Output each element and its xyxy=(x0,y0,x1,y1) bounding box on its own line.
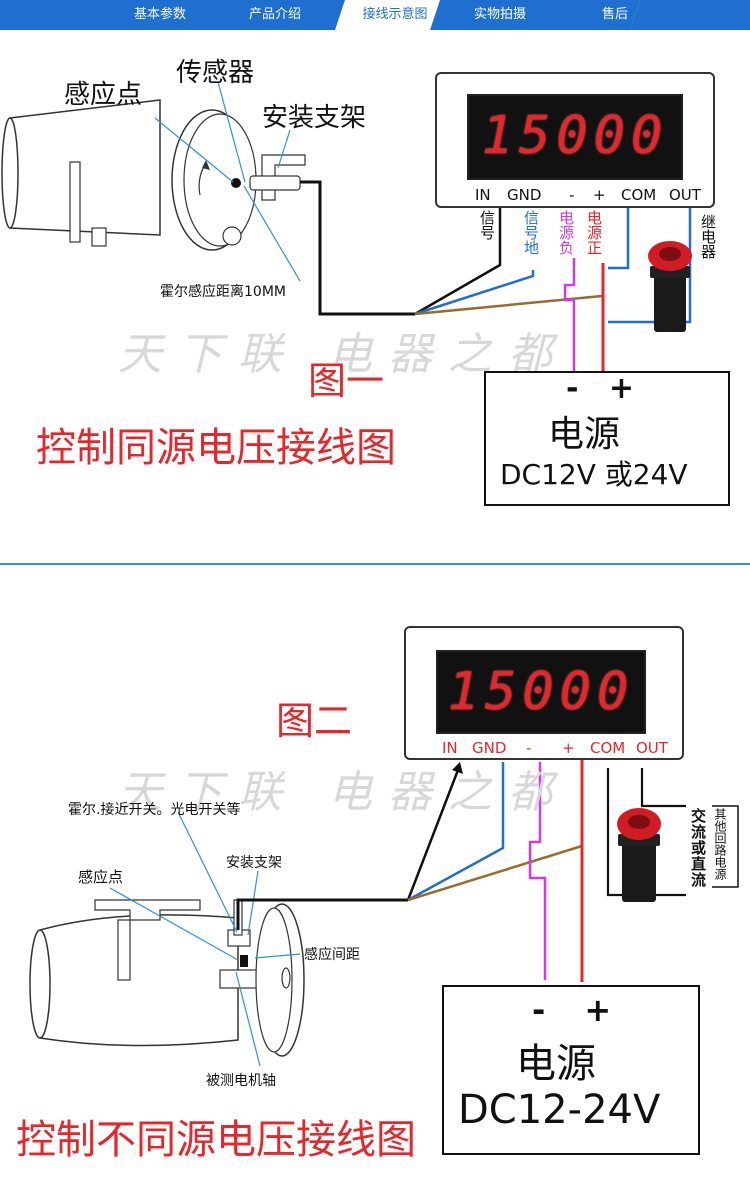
wire-label-power-pos: 电源正 xyxy=(585,210,603,255)
figure-2-title: 图二 xyxy=(276,699,353,743)
tachometer-1-display: 15000 xyxy=(467,94,683,180)
tachometer-1-value: 15000 xyxy=(481,106,669,166)
other-source-label: 其他回路电源 xyxy=(713,808,727,880)
power-supply-1: - + 电源 DC12V 或24V xyxy=(484,371,730,506)
terminal-com: COM xyxy=(621,186,657,204)
tachometer-2-display: 15000 xyxy=(436,650,646,734)
sensor-label: 传感器 xyxy=(176,58,255,88)
terminal-in-2: IN xyxy=(442,739,458,757)
power-supply-2: - + 电源 DC12-24V xyxy=(442,985,700,1155)
wire-label-power-neg: 电源负 xyxy=(557,210,575,255)
terminal-com-2: COM xyxy=(590,739,626,757)
figure-1-title: 图一 xyxy=(308,359,385,403)
tab-product-intro[interactable]: 产品介绍 xyxy=(248,7,301,22)
switch-types-label: 霍尔.接近开关。光电开关等 xyxy=(68,802,241,818)
terminal-pos: + xyxy=(593,186,606,204)
tab-real-photos[interactable]: 实物拍摄 xyxy=(473,7,526,22)
diagram1-drawing xyxy=(1,81,692,372)
terminal-out-2: OUT xyxy=(636,739,668,757)
wire-label-relay: 继电器 xyxy=(699,214,717,259)
power-supply-2-polarity: - + xyxy=(532,991,626,1029)
buzzer-indicator-icon-2 xyxy=(617,808,661,902)
bracket-label: 安装支架 xyxy=(262,103,367,133)
tachometer-2: 15000 xyxy=(404,626,684,760)
power-supply-1-voltage: DC12V 或24V xyxy=(500,458,688,491)
watermark-1: 天下联 电器之都 xyxy=(118,329,568,380)
figure-2-caption: 控制不同源电压接线图 xyxy=(16,1117,416,1163)
terminal-out: OUT xyxy=(669,186,701,204)
power-supply-2-voltage: DC12-24V xyxy=(458,1087,661,1133)
tab-bar: 基本参数 产品介绍 接线示意图 实物拍摄 售后 xyxy=(0,0,750,30)
terminal-in: IN xyxy=(475,186,491,204)
terminal-neg: - xyxy=(569,186,575,204)
tab-wiring-diagram[interactable]: 接线示意图 xyxy=(362,7,428,22)
buzzer-indicator-icon xyxy=(648,241,692,332)
tab-bar-background xyxy=(0,0,750,30)
terminal-neg-2: - xyxy=(526,739,532,757)
power-supply-1-title: 电源 xyxy=(548,414,621,455)
hall-distance-label: 霍尔感应距离10MM xyxy=(160,284,286,300)
power-supply-1-polarity: - + xyxy=(566,371,645,406)
terminal-gnd-2: GND xyxy=(472,739,507,757)
tab-basic-params[interactable]: 基本参数 xyxy=(133,7,186,22)
watermark-2: 天下联 电器之都 xyxy=(118,767,568,818)
sensing-point-label: 感应点 xyxy=(64,80,143,110)
figure-1-caption: 控制同源电压接线图 xyxy=(36,425,396,471)
terminal-pos-2: + xyxy=(562,739,575,757)
wire-label-signal: 信号 xyxy=(478,210,496,240)
sensing-point-label-2: 感应点 xyxy=(78,868,124,886)
section-divider xyxy=(0,563,750,565)
gap-label: 感应间距 xyxy=(304,947,360,963)
tachometer-1: 15000 xyxy=(435,72,715,208)
ac-dc-label: 交流或直流 xyxy=(689,808,707,888)
shaft-label: 被测电机轴 xyxy=(206,1073,276,1089)
wire-label-signal-gnd: 信号地 xyxy=(522,210,540,255)
bracket-label-2: 安装支架 xyxy=(226,855,282,871)
tab-after-sales[interactable]: 售后 xyxy=(601,7,628,22)
terminal-gnd: GND xyxy=(507,186,542,204)
power-supply-2-title: 电源 xyxy=(516,1041,596,1087)
tachometer-2-value: 15000 xyxy=(447,662,635,722)
